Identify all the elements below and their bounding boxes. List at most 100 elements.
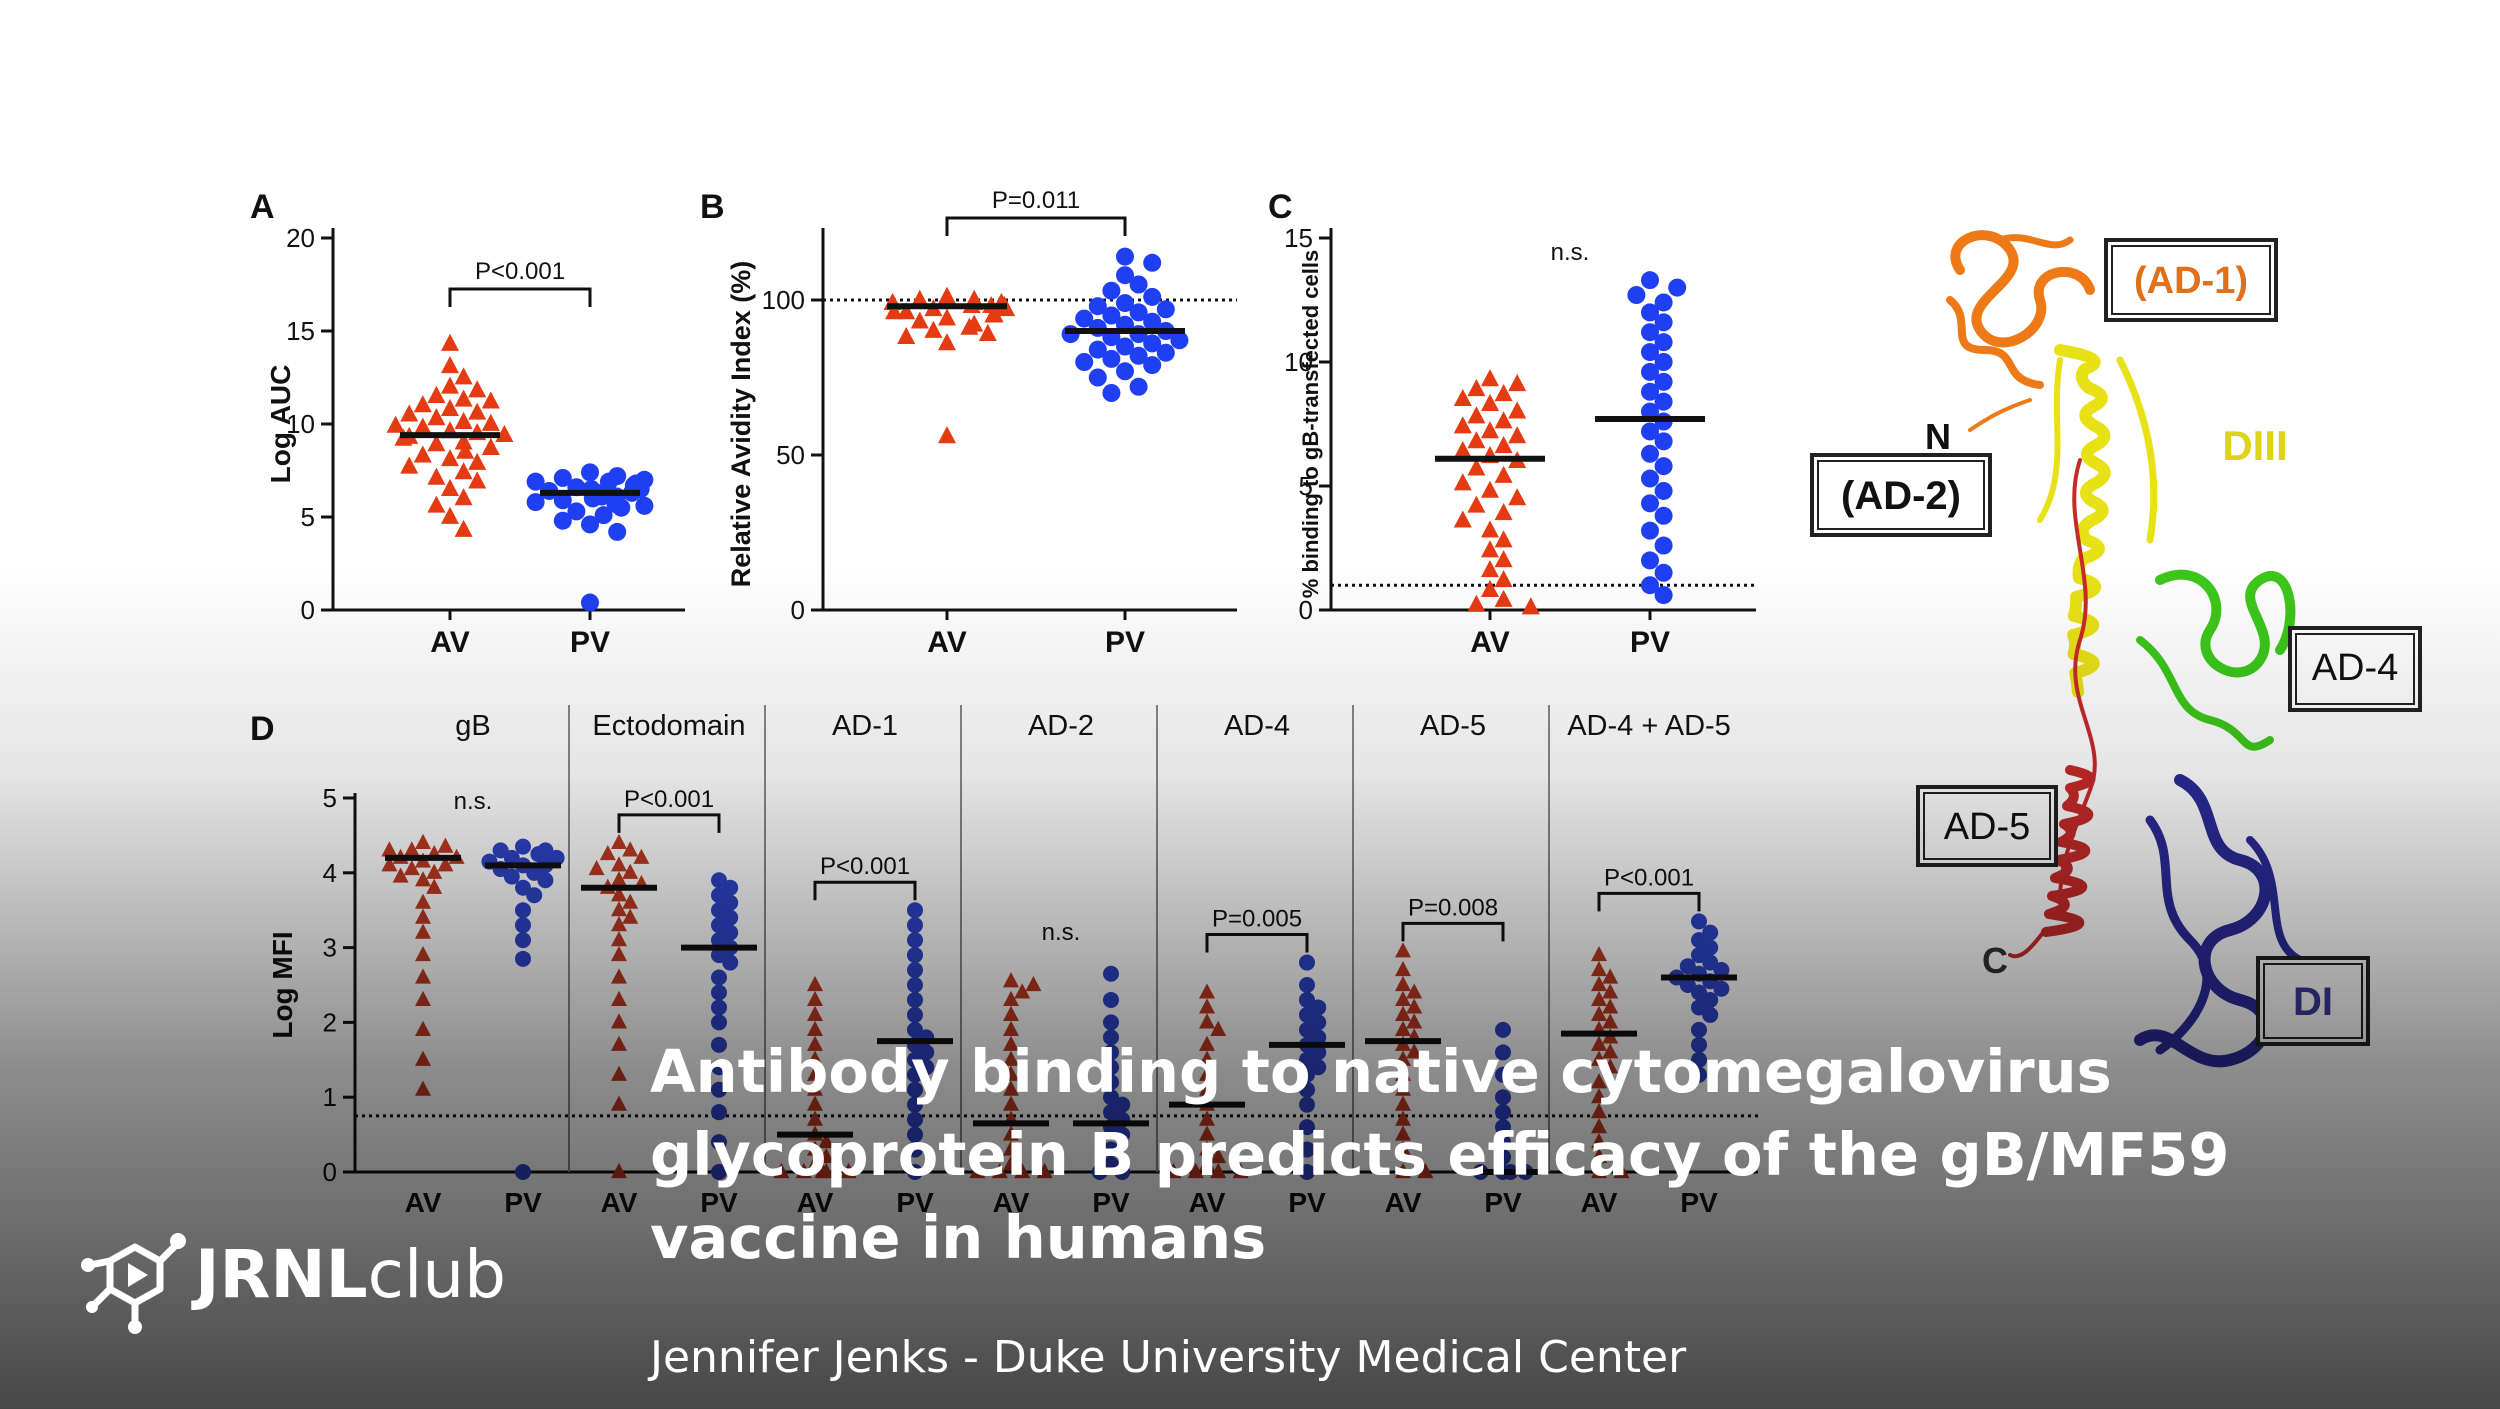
x-tick-label: PV — [504, 1187, 542, 1218]
significance-label: P<0.001 — [624, 786, 714, 813]
data-point — [635, 497, 653, 515]
data-point — [1102, 384, 1120, 402]
significance-label: P=0.008 — [1408, 894, 1498, 921]
data-point — [1655, 537, 1673, 555]
data-point-pv — [526, 887, 542, 903]
significance-label: P<0.001 — [1604, 864, 1694, 891]
data-point — [1641, 271, 1659, 289]
data-point — [1089, 369, 1107, 387]
ad1-label: (AD-1) — [2134, 260, 2248, 302]
data-point — [1655, 564, 1673, 582]
data-point — [1655, 507, 1673, 525]
video-title: Antibody binding to native cytomegalovir… — [650, 1030, 2370, 1279]
x-tick-label: AV — [927, 626, 966, 659]
data-point-pv — [711, 970, 727, 986]
data-point-pv — [1103, 1014, 1119, 1030]
di-label: DI — [2293, 980, 2333, 1024]
data-point — [1075, 353, 1093, 371]
y-tick-label: 5 — [323, 783, 337, 813]
data-point-pv — [1299, 955, 1315, 971]
data-point — [1655, 457, 1673, 475]
data-point-pv — [907, 962, 923, 978]
data-point — [1641, 494, 1659, 512]
data-point-pv — [907, 902, 923, 918]
y-axis-label: Log AUC — [265, 365, 296, 484]
data-point-pv — [907, 917, 923, 933]
group-label: AD-2 — [1028, 710, 1094, 742]
y-tick-label: 0 — [791, 595, 805, 625]
significance-label: P<0.001 — [820, 853, 910, 880]
data-point — [1116, 248, 1134, 266]
data-point-pv — [907, 992, 923, 1008]
data-point-pv — [1299, 977, 1315, 993]
data-point — [1157, 300, 1175, 318]
data-point-pv — [907, 947, 923, 963]
data-point — [1157, 344, 1175, 362]
group-label: gB — [455, 710, 490, 742]
data-point-pv — [711, 1014, 727, 1030]
y-tick-label: 0 — [301, 595, 315, 625]
y-tick-label: 15 — [1284, 223, 1313, 253]
data-point — [1627, 286, 1645, 304]
group-label: AD-5 — [1420, 710, 1486, 742]
panel-letter: B — [700, 188, 725, 226]
video-title-line: vaccine in humans — [650, 1196, 2370, 1279]
molecule-logo-icon — [80, 1225, 190, 1335]
y-tick-label: 20 — [286, 223, 315, 253]
data-point — [1641, 522, 1659, 540]
y-tick-label: 0 — [1299, 595, 1313, 625]
x-tick-label: AV — [601, 1187, 638, 1218]
group-label: Ectodomain — [592, 710, 745, 742]
significance-label: n.s. — [454, 788, 493, 815]
data-point — [1130, 378, 1148, 396]
data-point-pv — [907, 977, 923, 993]
data-point — [581, 463, 599, 481]
c-terminus-label: C — [1982, 940, 2008, 981]
data-point — [608, 523, 626, 541]
brand-light: club — [368, 1236, 506, 1313]
data-point-pv — [515, 902, 531, 918]
video-subtitle: Jennifer Jenks - Duke University Medical… — [650, 1332, 1686, 1383]
x-tick-label: PV — [1105, 626, 1145, 659]
significance-label: n.s. — [1551, 239, 1590, 266]
data-point — [1143, 254, 1161, 272]
y-axis-label: Log MFI — [267, 931, 298, 1038]
data-point — [1655, 432, 1673, 450]
x-tick-label: AV — [405, 1187, 442, 1218]
ad4-label: AD-4 — [2312, 647, 2399, 689]
significance-label: n.s. — [1042, 919, 1081, 946]
data-point — [581, 515, 599, 533]
significance-label: P=0.011 — [992, 187, 1080, 214]
data-point-pv — [1103, 992, 1119, 1008]
data-point-pv — [515, 917, 531, 933]
x-tick-label: PV — [570, 626, 610, 659]
data-point — [1102, 282, 1120, 300]
panel-letter: D — [250, 710, 275, 748]
brand-bold: JRNL — [195, 1236, 368, 1313]
data-point — [1641, 445, 1659, 463]
diii-label: DIII — [2222, 422, 2287, 469]
data-point — [1143, 356, 1161, 374]
data-point — [1143, 288, 1161, 306]
data-point — [1102, 350, 1120, 368]
y-tick-label: 3 — [323, 933, 337, 963]
x-tick-label: PV — [1630, 626, 1670, 659]
y-tick-label: 2 — [323, 1007, 337, 1037]
video-title-line: Antibody binding to native cytomegalovir… — [650, 1030, 2370, 1113]
y-tick-label: 4 — [323, 858, 337, 888]
data-point — [1116, 362, 1134, 380]
data-point-pv — [711, 999, 727, 1015]
data-point-pv — [907, 932, 923, 948]
data-point-pv — [1702, 1007, 1718, 1023]
n-terminus-label: N — [1925, 416, 1951, 457]
y-tick-label: 1 — [323, 1082, 337, 1112]
y-tick-label: 50 — [776, 440, 805, 470]
group-label: AD-4 — [1224, 710, 1290, 742]
jrnlclub-logo: JRNLclub — [80, 1225, 540, 1335]
data-point-pv — [515, 951, 531, 967]
data-point-pv — [515, 1164, 531, 1180]
data-point-pv — [907, 1007, 923, 1023]
data-point-pv — [711, 984, 727, 1000]
data-point — [1130, 276, 1148, 294]
ad5-label: AD-5 — [1944, 806, 2031, 848]
